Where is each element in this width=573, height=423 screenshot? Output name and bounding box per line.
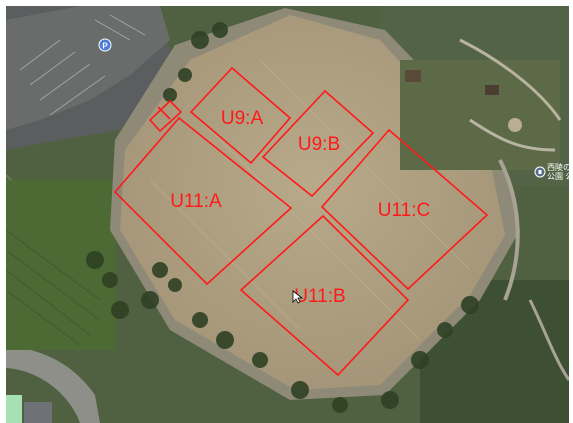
building (6, 395, 22, 423)
zone-u11a-label: U11:A (170, 191, 222, 212)
place-pin-icon[interactable] (534, 166, 546, 178)
road (6, 345, 100, 423)
zone-u11c-outline[interactable] (320, 128, 489, 291)
building (24, 402, 52, 423)
zone-u9a-outline[interactable] (189, 66, 292, 165)
zone-overlays (113, 66, 489, 377)
poi-name-line2[interactable]: 公園 公 (547, 172, 569, 181)
park-area (400, 38, 569, 381)
satellite-map[interactable]: U9:A U9:B U11:A U11:B U11:C P 西陵の 公園 公 (6, 6, 569, 423)
parking-lot (6, 6, 175, 150)
zone-small-outline[interactable] (148, 99, 183, 133)
zone-u9a-label: U9:A (221, 108, 264, 129)
zone-u11b-label: U11:B (294, 286, 345, 307)
poi-name-line1[interactable]: 西陵の (547, 163, 569, 172)
parking-label: P (102, 42, 108, 51)
parking-icon[interactable]: P (98, 38, 112, 52)
map-canvas: U9:A U9:B U11:A U11:B U11:C P 西陵の 公園 公 (6, 6, 569, 423)
cursor-icon (292, 290, 304, 304)
zone-u9b-label: U9:B (298, 134, 340, 155)
zone-u11a-outline[interactable] (113, 116, 293, 286)
tree-line (86, 22, 479, 413)
zone-u9b-outline[interactable] (261, 89, 375, 198)
zone-u11c-label: U11:C (378, 200, 430, 221)
zone-u11b-outline[interactable] (239, 214, 410, 377)
